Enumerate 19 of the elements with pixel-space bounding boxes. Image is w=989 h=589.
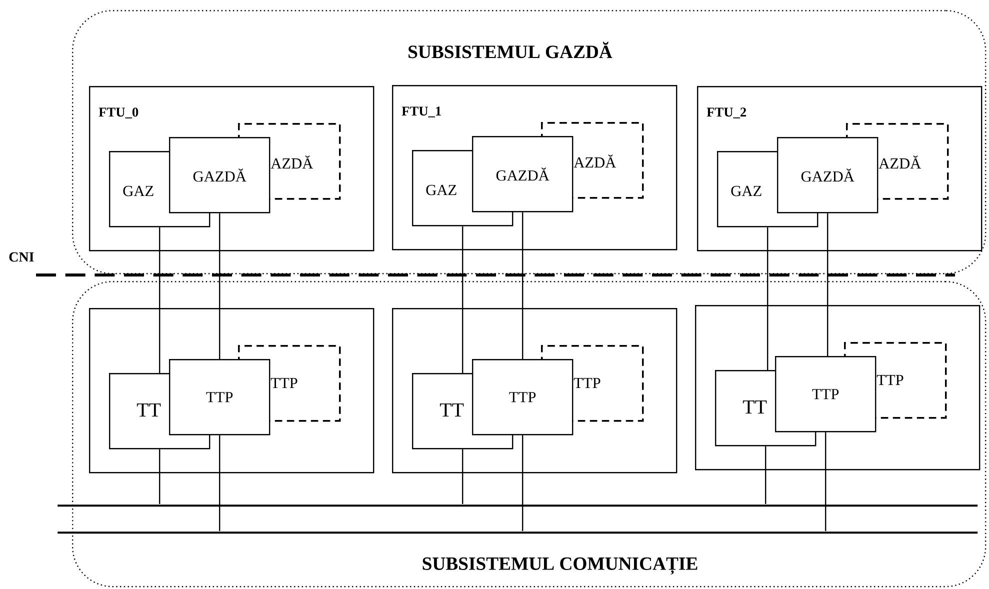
connector-line	[827, 213, 828, 356]
connector-line	[522, 212, 524, 359]
connector-line	[462, 449, 464, 504]
component-box: GAZDĂ	[472, 136, 574, 212]
connector-line	[159, 449, 160, 504]
interface-label: CNI	[9, 252, 34, 262]
component-box: TTP	[775, 356, 876, 432]
connector-line	[462, 226, 464, 373]
connector-line	[219, 213, 220, 359]
connector-line	[219, 435, 220, 531]
connector-line	[159, 227, 160, 373]
connector-line	[522, 435, 524, 531]
component-box: GAZDĂ	[777, 137, 878, 214]
component-box: TTP	[472, 359, 574, 436]
connector-line	[825, 432, 826, 531]
component-box: GAZDĂ	[169, 137, 270, 214]
connector-line	[767, 227, 768, 370]
component-box: TTP	[169, 359, 270, 436]
connector-line	[765, 446, 766, 504]
